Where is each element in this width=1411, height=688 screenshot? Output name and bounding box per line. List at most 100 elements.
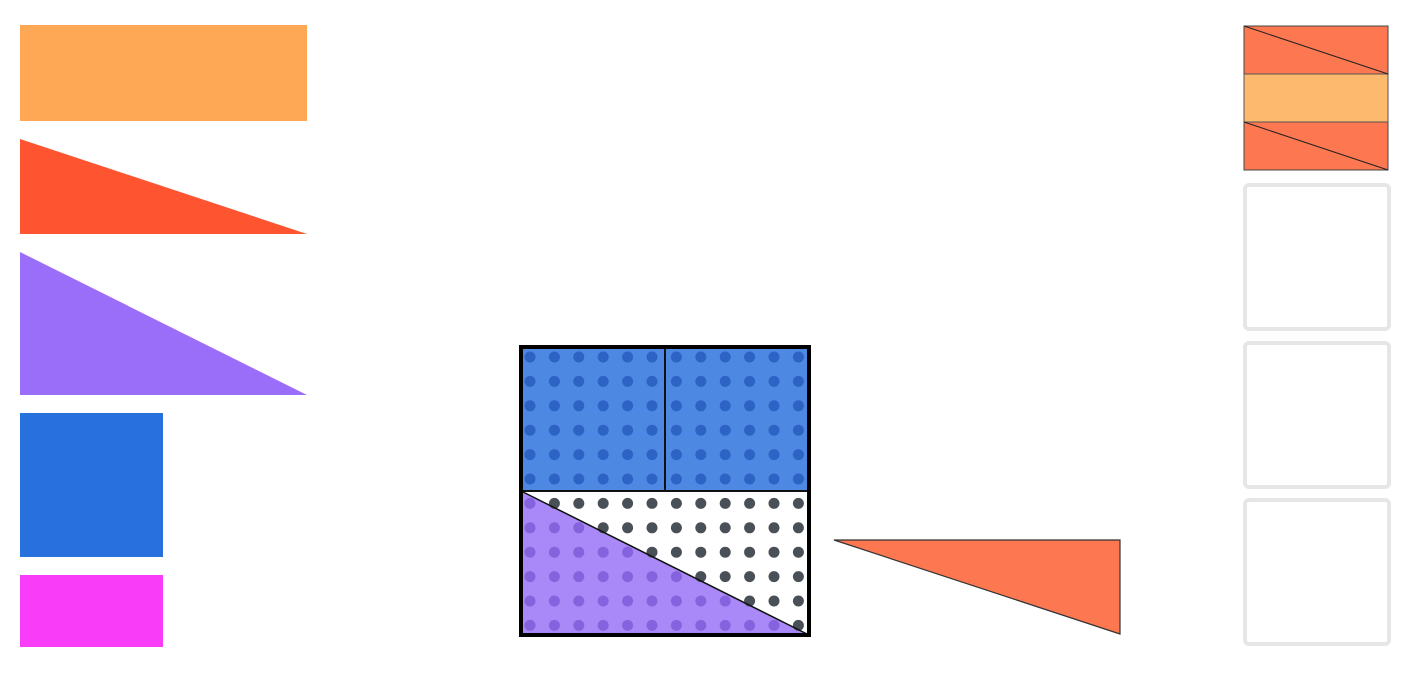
grid-dot: [744, 619, 756, 631]
placed-blue-square-right[interactable]: [665, 347, 809, 491]
grid-dot: [768, 522, 780, 534]
grid-dot: [670, 375, 682, 387]
grid-dot: [524, 546, 536, 558]
grid-dot: [744, 522, 756, 534]
grid-dot: [670, 424, 682, 436]
piece-purple-triangle[interactable]: [20, 252, 307, 395]
grid-dot: [548, 424, 560, 436]
board-border: [519, 345, 811, 637]
grid-dot: [548, 546, 560, 558]
floating-coral-triangle[interactable]: [832, 538, 1122, 636]
grid-dot: [597, 595, 609, 607]
target-slot-4[interactable]: [1243, 498, 1391, 646]
grid-dot: [670, 449, 682, 461]
grid-dot: [622, 619, 634, 631]
grid-dot: [719, 375, 731, 387]
grid-dot: [792, 595, 804, 607]
grid-dot: [719, 619, 731, 631]
grid-dot: [768, 473, 780, 485]
grid-dot: [597, 473, 609, 485]
grid-dot: [524, 497, 536, 509]
grid-dot: [573, 595, 585, 607]
grid-dot: [597, 351, 609, 363]
grid-dot: [622, 595, 634, 607]
grid-dot: [695, 375, 707, 387]
grid-dot: [744, 400, 756, 412]
grid-dot: [768, 546, 780, 558]
grid-dot: [695, 400, 707, 412]
grid-dot: [573, 424, 585, 436]
grid-dot: [548, 522, 560, 534]
grid-dot: [792, 522, 804, 534]
grid-dot: [646, 375, 658, 387]
grid-dot: [719, 546, 731, 558]
grid-dot: [622, 400, 634, 412]
grid-dot: [744, 497, 756, 509]
grid-dot: [573, 351, 585, 363]
grid-dot: [622, 449, 634, 461]
grid-dot: [597, 400, 609, 412]
grid-dot: [695, 522, 707, 534]
target-slot-3[interactable]: [1243, 341, 1391, 489]
grid-dot: [524, 619, 536, 631]
grid-dot: [573, 546, 585, 558]
grid-dot: [768, 375, 780, 387]
piece-red-triangle[interactable]: [20, 139, 307, 234]
piece-magenta-rectangle[interactable]: [20, 575, 163, 647]
grid-dot: [573, 375, 585, 387]
piece-blue-square[interactable]: [20, 413, 163, 557]
grid-dot: [695, 497, 707, 509]
grid-dot: [622, 424, 634, 436]
grid-dot: [646, 473, 658, 485]
grid-dot: [670, 619, 682, 631]
grid-dot: [719, 571, 731, 583]
grid-dot: [719, 497, 731, 509]
grid-dot: [548, 375, 560, 387]
grid-dot: [768, 497, 780, 509]
placed-blue-square-left[interactable]: [521, 347, 665, 491]
grid-dot: [719, 400, 731, 412]
grid-dot: [792, 546, 804, 558]
grid-dot: [744, 473, 756, 485]
grid-dot: [597, 424, 609, 436]
grid-dot: [768, 400, 780, 412]
grid-dot: [670, 522, 682, 534]
grid-dot: [768, 424, 780, 436]
grid-dot: [622, 375, 634, 387]
grid-dot: [792, 497, 804, 509]
grid-dot: [597, 571, 609, 583]
grid-dot: [695, 546, 707, 558]
grid-dot: [622, 497, 634, 509]
piece-orange-rectangle[interactable]: [20, 25, 307, 121]
grid-dot: [792, 473, 804, 485]
grid-dot: [695, 595, 707, 607]
grid-dot: [646, 571, 658, 583]
grid-dot: [524, 473, 536, 485]
grid-dot: [670, 571, 682, 583]
grid-dot: [744, 449, 756, 461]
grid-dot: [719, 473, 731, 485]
grid-dot: [597, 449, 609, 461]
grid-dot: [670, 595, 682, 607]
grid-dot: [744, 546, 756, 558]
grid-dot: [622, 546, 634, 558]
grid-dot: [646, 619, 658, 631]
grid-dot: [768, 571, 780, 583]
grid-dot: [573, 449, 585, 461]
grid-dot: [646, 424, 658, 436]
grid-dot: [768, 595, 780, 607]
grid-dot: [695, 351, 707, 363]
puzzle-board[interactable]: [519, 345, 811, 637]
grid-dot: [548, 400, 560, 412]
grid-dot: [792, 424, 804, 436]
grid-dot: [744, 351, 756, 363]
target-slot-2[interactable]: [1243, 183, 1391, 331]
grid-dot: [524, 400, 536, 412]
grid-dot: [548, 595, 560, 607]
grid-dot: [622, 571, 634, 583]
board-canvas: [519, 345, 811, 637]
target-pattern: [1243, 25, 1389, 171]
grid-dot: [744, 571, 756, 583]
target-slot-1-filled[interactable]: [1243, 25, 1389, 171]
grid-dot: [768, 449, 780, 461]
